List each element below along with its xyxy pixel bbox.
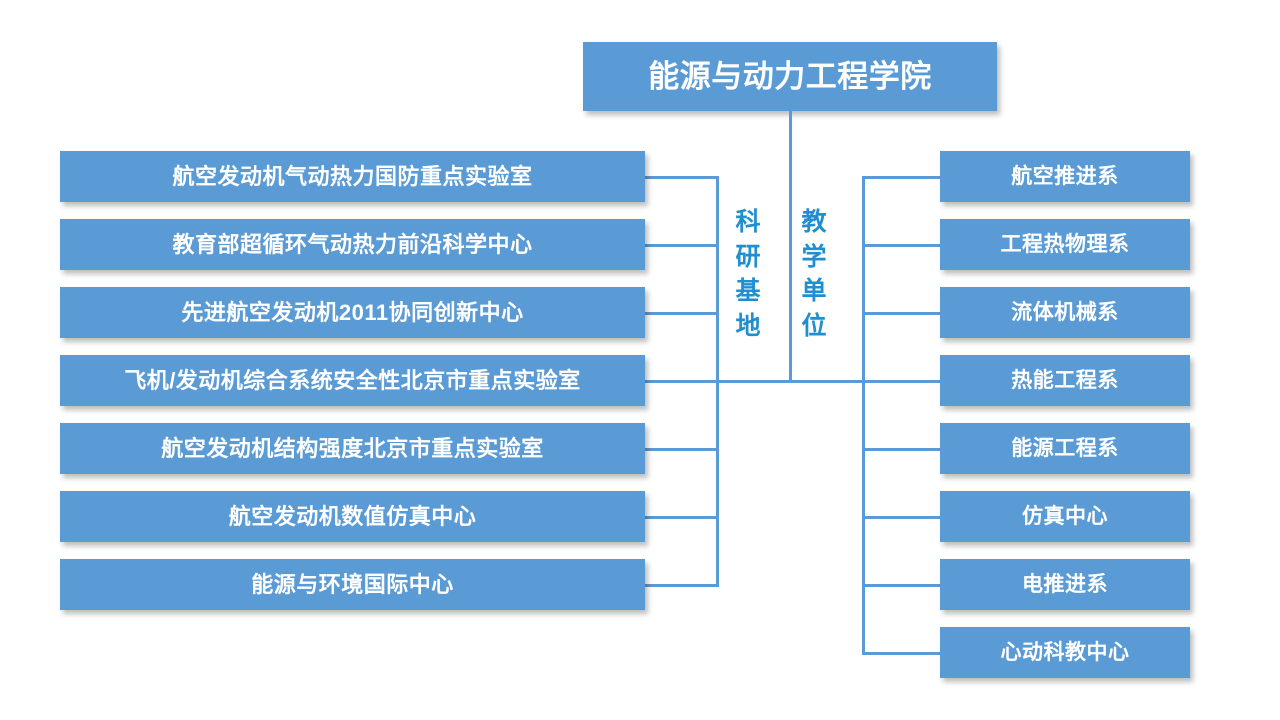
connector-teaching-branch-2 — [862, 244, 943, 247]
branch-caption-teaching: 教 学 单 位 — [801, 208, 827, 340]
connector-teaching-branch-4 — [862, 380, 943, 383]
research-node-2-label: 教育部超循环气动热力前沿科学中心 — [172, 231, 533, 257]
connector-root-trunk — [789, 111, 792, 383]
teaching-node-6-label: 仿真中心 — [1022, 505, 1108, 528]
root-node-college[interactable]: 能源与动力工程学院 — [583, 42, 997, 111]
research-node-5[interactable]: 航空发动机结构强度北京市重点实验室 — [60, 423, 645, 474]
connector-research-branch-2 — [645, 244, 719, 247]
research-node-1-label: 航空发动机气动热力国防重点实验室 — [172, 163, 533, 189]
connector-research-branch-4 — [645, 380, 719, 383]
connector-bus-right — [789, 380, 865, 383]
connector-teaching-spine — [862, 176, 865, 653]
teaching-node-3-label: 流体机械系 — [1011, 301, 1119, 324]
connector-bus-left — [716, 380, 792, 383]
root-node-label: 能源与动力工程学院 — [648, 59, 932, 94]
teaching-node-8-label: 心动科教中心 — [1000, 641, 1130, 664]
teaching-node-4-label: 热能工程系 — [1011, 369, 1119, 392]
connector-teaching-branch-3 — [862, 312, 943, 315]
research-node-3-label: 先进航空发动机2011协同创新中心 — [181, 299, 524, 325]
research-node-6[interactable]: 航空发动机数值仿真中心 — [60, 491, 645, 542]
teaching-node-5-label: 能源工程系 — [1011, 437, 1119, 460]
connector-teaching-branch-8 — [862, 652, 943, 655]
teaching-node-2[interactable]: 工程热物理系 — [940, 219, 1190, 270]
teaching-node-5[interactable]: 能源工程系 — [940, 423, 1190, 474]
branch-caption-research: 科 研 基 地 — [735, 208, 761, 340]
connector-research-branch-7 — [645, 584, 719, 587]
teaching-node-6[interactable]: 仿真中心 — [940, 491, 1190, 542]
connector-research-branch-1 — [645, 176, 719, 179]
research-node-7-label: 能源与环境国际中心 — [251, 571, 454, 597]
research-node-2[interactable]: 教育部超循环气动热力前沿科学中心 — [60, 219, 645, 270]
connector-teaching-branch-7 — [862, 584, 943, 587]
research-node-3[interactable]: 先进航空发动机2011协同创新中心 — [60, 287, 645, 338]
teaching-node-7-label: 电推进系 — [1022, 573, 1108, 596]
connector-research-branch-5 — [645, 448, 719, 451]
research-node-1[interactable]: 航空发动机气动热力国防重点实验室 — [60, 151, 645, 202]
teaching-node-7[interactable]: 电推进系 — [940, 559, 1190, 610]
research-node-7[interactable]: 能源与环境国际中心 — [60, 559, 645, 610]
research-node-6-label: 航空发动机数值仿真中心 — [228, 503, 477, 529]
teaching-node-3[interactable]: 流体机械系 — [940, 287, 1190, 338]
teaching-node-2-label: 工程热物理系 — [1000, 233, 1130, 256]
connector-teaching-branch-1 — [862, 176, 943, 179]
connector-teaching-branch-5 — [862, 448, 943, 451]
teaching-node-8[interactable]: 心动科教中心 — [940, 627, 1190, 678]
teaching-node-4[interactable]: 热能工程系 — [940, 355, 1190, 406]
connector-research-branch-3 — [645, 312, 719, 315]
teaching-node-1[interactable]: 航空推进系 — [940, 151, 1190, 202]
connector-teaching-branch-6 — [862, 516, 943, 519]
connector-research-branch-6 — [645, 516, 719, 519]
research-node-5-label: 航空发动机结构强度北京市重点实验室 — [161, 435, 544, 461]
research-node-4-label: 飞机/发动机综合系统安全性北京市重点实验室 — [124, 367, 581, 393]
research-node-4[interactable]: 飞机/发动机综合系统安全性北京市重点实验室 — [60, 355, 645, 406]
teaching-node-1-label: 航空推进系 — [1011, 165, 1119, 188]
